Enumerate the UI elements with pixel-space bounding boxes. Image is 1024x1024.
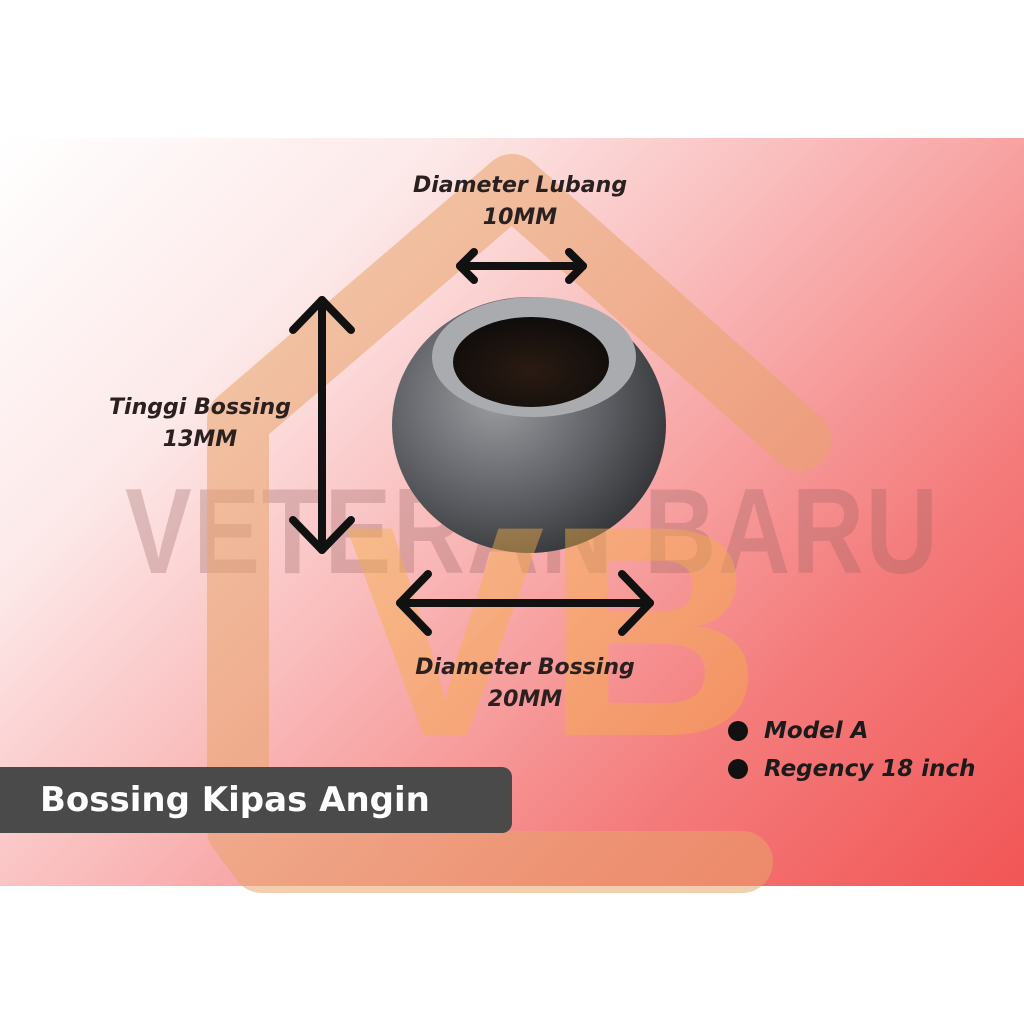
list-item: Regency 18 inch xyxy=(728,750,976,788)
height-label: Tinggi Bossing 13MM xyxy=(109,395,291,452)
product-title-bar: Bossing Kipas Angin xyxy=(0,767,512,833)
outer-diameter-label: Diameter Bossing 20MM xyxy=(415,655,635,712)
vb-monogram: VB xyxy=(345,463,762,799)
hole-diameter-label: Diameter Lubang 10MM xyxy=(412,173,628,230)
house-logo-icon xyxy=(207,154,831,893)
bushing-image xyxy=(392,297,666,553)
list-item: Model A xyxy=(728,712,976,750)
bullet-icon xyxy=(728,721,748,741)
hole-diameter-arrow xyxy=(456,248,587,284)
bullet-icon xyxy=(728,759,748,779)
height-arrow xyxy=(289,296,355,554)
feature-list: Model A Regency 18 inch xyxy=(728,712,976,788)
product-title: Bossing Kipas Angin xyxy=(40,780,430,820)
outer-diameter-arrow xyxy=(396,570,654,636)
